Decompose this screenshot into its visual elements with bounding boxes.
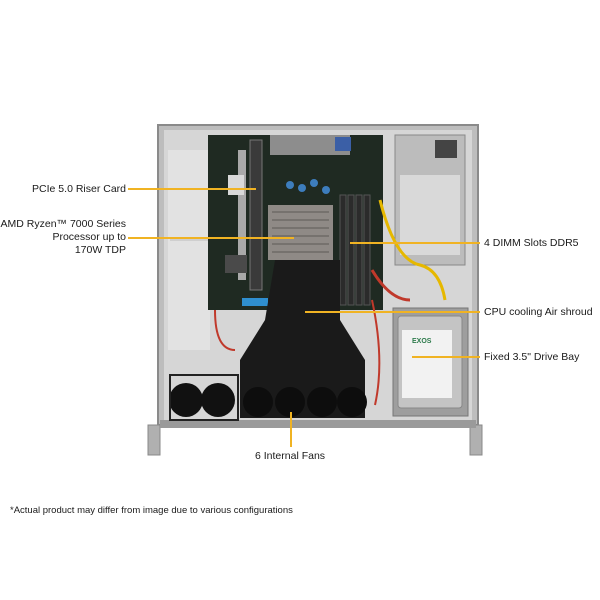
rear-io-ports [270,135,350,155]
chassis-ear-right [469,424,483,456]
left-bay [168,150,210,350]
label-pcie-riser: PCIe 5.0 Riser Card [32,183,126,195]
callout-lines [128,188,480,447]
cpu-air-shroud [240,260,365,418]
chassis-ear-left [147,424,161,456]
footnote: *Actual product may differ from image du… [10,505,293,516]
front-panel [160,420,476,428]
label-cpu-line-1: AMD Ryzen™ 7000 Series [0,218,126,230]
internal-fans [169,383,367,417]
bios-chip [228,175,244,195]
dimm-slots [339,194,371,306]
label-cpu: AMD Ryzen™ 7000 Series Processor up to 1… [0,218,126,257]
label-fans: 6 Internal Fans [255,450,326,462]
label-drive-bay: Fixed 3.5" Drive Bay [484,351,580,363]
label-cpu-line-3: 170W TDP [74,244,126,256]
pcie-riser-card [249,139,263,291]
label-air-shroud: CPU cooling Air shroud [484,306,593,318]
drive-brand-label: EXOS [412,338,432,345]
vga-port [335,137,351,151]
riser-bracket [238,150,246,280]
label-dimm-slots: 4 DIMM Slots DDR5 [484,237,579,249]
chipset [225,255,247,273]
cpu-heatsink [268,205,333,260]
label-cpu-line-2: Processor up to [52,231,126,243]
